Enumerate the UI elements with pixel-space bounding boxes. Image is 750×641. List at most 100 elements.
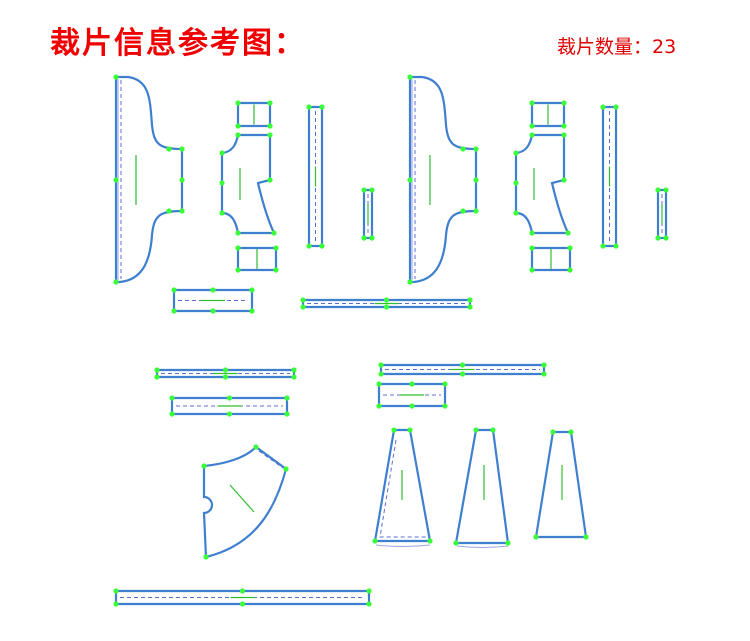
vertex-dot xyxy=(655,235,661,241)
vertex-dot xyxy=(561,123,567,129)
vertex-dot xyxy=(663,235,669,241)
vertex-dot xyxy=(219,180,225,186)
vertex-dot xyxy=(273,245,279,251)
vertex-dot xyxy=(113,177,119,183)
strip-piece-b xyxy=(154,367,297,380)
vertex-dot xyxy=(179,177,185,183)
vertex-dot xyxy=(529,132,535,138)
vertex-dot xyxy=(442,403,448,409)
vertex-dot xyxy=(166,208,172,214)
vertex-dot xyxy=(409,381,415,387)
vertex-dot xyxy=(113,279,119,285)
vertex-dot xyxy=(171,308,177,314)
vertex-dot xyxy=(376,403,382,409)
vertex-dot xyxy=(473,146,479,152)
inner-line xyxy=(375,544,431,547)
tab-piece-copy xyxy=(655,187,669,241)
vertex-dot xyxy=(171,287,177,293)
trapezoid-piece-a xyxy=(372,427,433,547)
vertex-dot xyxy=(378,371,384,377)
piece-outline xyxy=(408,75,478,284)
vertex-dot xyxy=(166,146,172,152)
vertex-dot xyxy=(568,429,574,435)
vertex-dot xyxy=(467,304,473,310)
vertex-dot xyxy=(179,146,185,152)
vertex-dot xyxy=(210,308,216,314)
seam-line xyxy=(258,450,284,469)
vertex-dot xyxy=(459,371,466,377)
vertex-dot xyxy=(407,427,413,433)
vertex-dot xyxy=(319,104,325,110)
vertex-dot xyxy=(210,287,216,293)
vertex-dot xyxy=(154,367,160,373)
waistband-piece-a xyxy=(171,287,255,314)
vertex-dot xyxy=(442,381,448,387)
vertex-dot xyxy=(169,411,175,417)
vertex-dot xyxy=(235,132,241,138)
vertex-dot xyxy=(319,243,325,249)
vertex-dot xyxy=(300,304,306,310)
vertex-dot xyxy=(203,554,209,560)
vertex-dot xyxy=(378,362,384,368)
vertex-dot xyxy=(271,230,277,236)
long-strip-piece xyxy=(113,588,372,607)
strip-piece-a xyxy=(300,297,473,310)
collar-piece-top xyxy=(235,100,273,129)
vertex-dot xyxy=(561,132,567,138)
vertex-dot xyxy=(226,395,233,401)
page-title: 裁片信息参考图： xyxy=(50,26,306,61)
piece-outline xyxy=(454,428,510,545)
vertex-dot xyxy=(473,427,479,433)
front-body-piece-copy xyxy=(407,74,479,285)
vertex-dot xyxy=(467,297,473,303)
piece-outline xyxy=(534,430,588,539)
vertex-dot xyxy=(253,444,259,450)
sleeve-piece-copy xyxy=(513,132,571,236)
vertex-dot xyxy=(453,540,459,546)
vertex-dot xyxy=(561,177,567,183)
cuff-piece xyxy=(235,245,279,273)
grainline xyxy=(229,484,255,513)
vertex-dot xyxy=(460,208,466,214)
pocket-piece xyxy=(376,381,448,409)
vertex-dot xyxy=(600,243,606,249)
piece-outline xyxy=(220,133,276,235)
vertex-dot xyxy=(529,123,535,129)
vertex-dot xyxy=(655,187,661,193)
vertex-dot xyxy=(201,463,207,469)
vertex-dot xyxy=(533,534,539,540)
vertex-dot xyxy=(427,538,433,544)
vertex-dot xyxy=(239,601,246,607)
vertex-dot xyxy=(179,208,185,214)
vertex-dot xyxy=(369,187,375,193)
vertex-dot xyxy=(460,146,466,152)
vertex-dot xyxy=(529,245,535,251)
vertex-dot xyxy=(513,180,519,186)
vertex-dot xyxy=(273,267,279,273)
vertex-dot xyxy=(291,374,297,380)
vertex-dot xyxy=(490,427,496,433)
vertex-dot xyxy=(283,466,289,472)
piece-outline xyxy=(114,75,184,284)
trapezoid-piece-b xyxy=(453,427,511,548)
vertex-dot xyxy=(529,267,535,273)
vertex-dot xyxy=(113,601,119,607)
vertex-dot xyxy=(383,304,390,310)
sleeve-piece xyxy=(219,132,277,236)
vertex-dot xyxy=(473,177,479,183)
vertex-dot xyxy=(409,403,415,409)
vertex-dot xyxy=(407,177,413,183)
vertex-dot xyxy=(561,100,567,106)
vertex-dot xyxy=(613,243,619,249)
vertex-dot xyxy=(222,367,229,373)
vertex-dot xyxy=(219,210,225,216)
vertex-dot xyxy=(235,230,241,236)
vertex-dot xyxy=(391,427,397,433)
strip-piece-c xyxy=(378,362,547,377)
vertex-dot xyxy=(366,588,372,594)
vertex-dot xyxy=(372,538,378,544)
vertex-dot xyxy=(583,534,589,540)
vertex-dot xyxy=(113,74,119,80)
vertex-dot xyxy=(235,123,241,129)
